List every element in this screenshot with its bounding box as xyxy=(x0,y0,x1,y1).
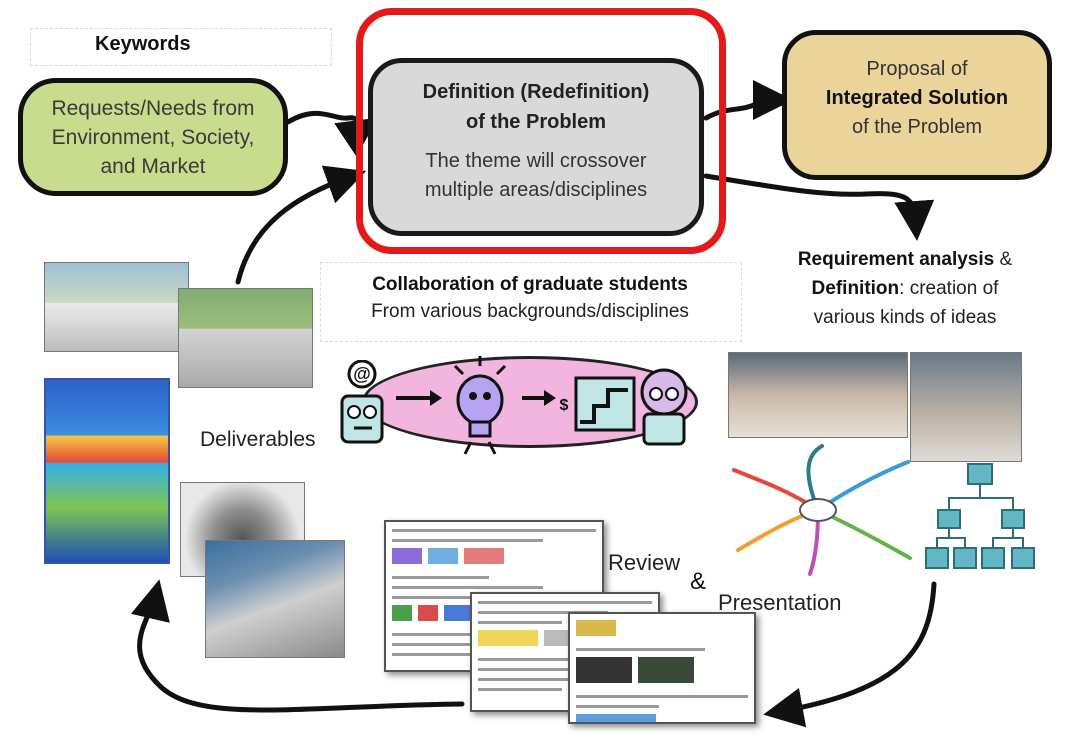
needs-line: and Market xyxy=(100,154,206,178)
requirement-rest-line: various kinds of ideas xyxy=(813,307,997,328)
collaboration-ellipse xyxy=(362,356,698,448)
person-email-icon: @ xyxy=(340,360,384,444)
collaboration-frame xyxy=(320,262,742,342)
group-photo xyxy=(44,262,189,352)
requirement-text: Requirement analysis & Definition: creat… xyxy=(745,245,1065,332)
definition-body-line: multiple areas/disciplines xyxy=(424,179,648,201)
proposal-box: Proposal of Integrated Solution of the P… xyxy=(782,30,1052,180)
proposal-line: of the Problem xyxy=(851,116,983,138)
event-poster-image xyxy=(44,378,170,564)
definition-body-line: The theme will crossover xyxy=(425,150,647,172)
mind-map-image xyxy=(732,444,912,576)
presentation-label: Presentation xyxy=(718,590,842,615)
definition-highlight-frame xyxy=(356,8,726,254)
student-working-photo xyxy=(205,540,345,658)
definition-box: Definition (Redefinition) of the Problem… xyxy=(368,58,704,236)
org-chart-image xyxy=(925,463,1035,569)
presentation-slide xyxy=(568,612,756,724)
needs-box: Requests/Needs from Environment, Society… xyxy=(18,78,288,196)
arrow-right-icon xyxy=(396,390,442,406)
collaboration-subtitle: From various backgrounds/disciplines xyxy=(371,301,689,322)
definition-bold: Definition xyxy=(811,278,900,299)
deliverables-label: Deliverables xyxy=(200,428,316,451)
ampersand-label: & xyxy=(690,568,707,595)
outdoor-activity-photo xyxy=(178,288,313,388)
requirement-rest: : creation of xyxy=(899,278,999,299)
keywords-title: Keywords xyxy=(95,33,191,55)
needs-line: Requests/Needs from xyxy=(51,96,255,120)
growth-person-icon xyxy=(574,368,688,446)
collaboration-title: Collaboration of graduate students xyxy=(372,274,688,295)
definition-title-line: of the Problem xyxy=(465,111,606,133)
discussion-photo xyxy=(910,352,1022,462)
light-bulb-icon xyxy=(453,356,507,455)
money-symbol: $ xyxy=(560,397,569,412)
email-symbol: @ xyxy=(353,364,371,384)
meeting-photo xyxy=(728,352,908,438)
arrow-definition-to-requirement xyxy=(703,173,935,241)
definition-title: Definition (Redefinition) of the Problem xyxy=(373,77,699,137)
arrow-needs-to-definition xyxy=(285,110,379,157)
requirement-bold: Requirement analysis xyxy=(797,249,995,270)
review-label: Review xyxy=(608,550,681,575)
requirement-amp: & xyxy=(994,249,1013,270)
keywords-frame xyxy=(30,28,332,66)
arrow-money-icon: $ xyxy=(522,390,569,412)
proposal-line-strong: Integrated Solution xyxy=(825,87,1009,109)
proposal-line: Proposal of xyxy=(866,58,968,80)
needs-line: Environment, Society, xyxy=(51,125,255,149)
definition-body: The theme will crossover multiple areas/… xyxy=(373,147,699,205)
definition-title-line: Definition (Redefinition) xyxy=(422,81,650,103)
